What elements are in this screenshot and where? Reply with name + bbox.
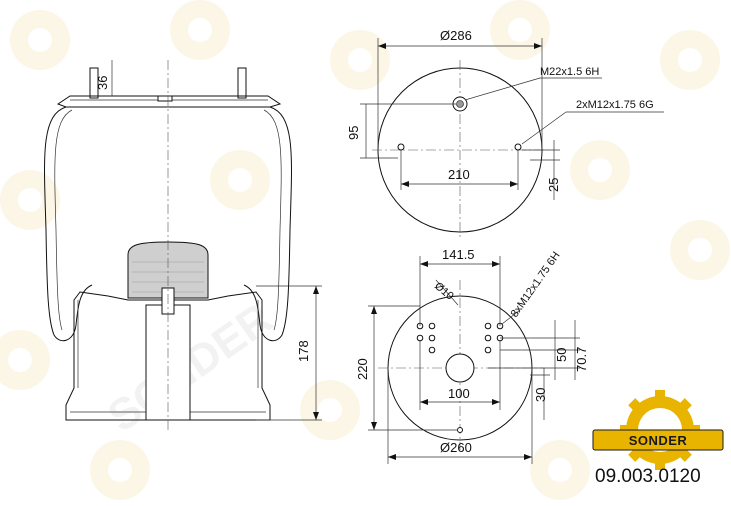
- dim-bottom-spacing-a: 50: [554, 348, 569, 362]
- bottom-pin-hole: [457, 427, 463, 433]
- dim-bottom-offset-x: 141.5: [442, 247, 475, 262]
- piston: [65, 291, 271, 421]
- bottom-plate-view: 141.5 Ø10 8xM12x1.75 6H 220 50 70.7 100 …: [355, 247, 589, 464]
- top-hole-left: [397, 143, 405, 151]
- dim-bottom-spacing-b: 70.7: [574, 347, 589, 372]
- logo-text: SONDER: [629, 433, 688, 448]
- bellow: [44, 106, 93, 342]
- dim-total-height: 178: [296, 340, 311, 362]
- brand-logo: SONDER 09.003.0120: [592, 390, 724, 487]
- side-view: [44, 60, 292, 430]
- label-top-thread-center: M22x1.5 6H: [540, 66, 599, 78]
- dim-bottom-offset-y: 220: [355, 358, 370, 380]
- dim-stud-height: 36: [95, 76, 110, 90]
- dim-bottom-center: 100: [448, 386, 470, 401]
- bumper: [127, 241, 209, 299]
- dim-top-edge: 25: [546, 178, 561, 192]
- label-top-thread-side: 2xM12x1.75 6G: [576, 99, 654, 111]
- side-dimensions: 36 178: [95, 60, 322, 421]
- top-plate-view: Ø286 M22x1.5 6H 2xM12x1.75 6G 95 210 25: [346, 28, 664, 240]
- label-bottom-thread: 8xM12x1.75 6H: [509, 250, 563, 320]
- stud-left: [89, 67, 99, 99]
- bottom-center-hole: [445, 353, 475, 383]
- dim-top-diameter: Ø286: [440, 28, 472, 43]
- top-hole-right: [514, 143, 522, 151]
- stud-right: [237, 67, 247, 99]
- dim-top-offset: 95: [346, 126, 361, 140]
- dim-bottom-edge: 30: [533, 388, 548, 402]
- logo-banner: [592, 429, 724, 451]
- top-air-fitting: [157, 95, 173, 102]
- dim-bottom-diameter: Ø260: [440, 440, 472, 455]
- part-number: 09.003.0120: [595, 466, 701, 487]
- dim-top-spacing: 210: [448, 167, 470, 182]
